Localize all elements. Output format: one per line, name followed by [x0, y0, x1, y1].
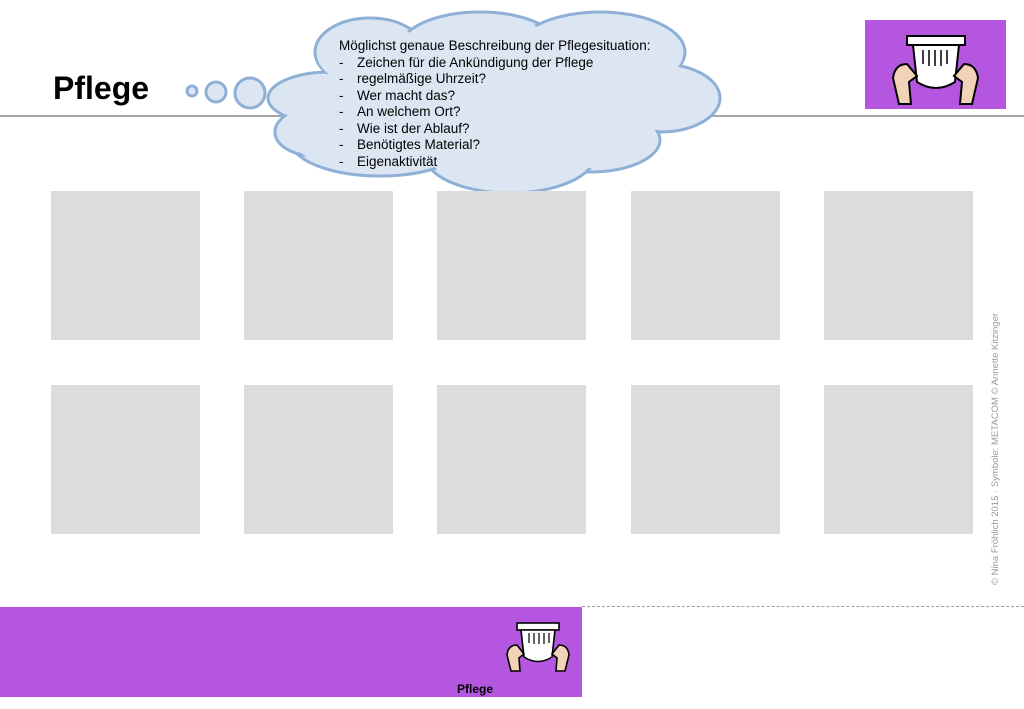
bubble-item: regelmäßige Uhrzeit? [339, 71, 650, 88]
bubble-item: Zeichen für die Ankündigung der Pflege [339, 55, 650, 72]
cut-line [582, 606, 1024, 607]
copyright-credit: © Nina Fröhlich 2015 · Symbole: METACOM … [990, 312, 1001, 585]
bubble-heading: Möglichst genaue Beschreibung der Pflege… [339, 38, 651, 53]
thought-bubble-text: Möglichst genaue Beschreibung der Pflege… [339, 38, 650, 170]
picture-slot-8[interactable] [437, 385, 586, 534]
page-title: Pflege [53, 70, 150, 106]
diaper-hands-icon [506, 622, 570, 672]
bubble-item: Eigenaktivität [339, 154, 650, 171]
bubble-item: An welchem Ort? [339, 104, 650, 121]
picture-slot-7[interactable] [244, 385, 393, 534]
picture-slot-2[interactable] [244, 191, 393, 340]
bubble-item: Wie ist der Ablauf? [339, 121, 650, 138]
bottom-symbol-strip [0, 607, 582, 697]
symbol-card [865, 20, 1006, 109]
bubble-item: Benötigtes Material? [339, 137, 650, 154]
diaper-hands-icon [891, 35, 980, 105]
picture-slot-10[interactable] [824, 385, 973, 534]
picture-slot-5[interactable] [824, 191, 973, 340]
picture-slot-4[interactable] [631, 191, 780, 340]
symbol-label: Pflege [457, 682, 494, 696]
picture-slot-6[interactable] [51, 385, 200, 534]
bubble-item: Wer macht das? [339, 88, 650, 105]
picture-slot-9[interactable] [631, 385, 780, 534]
picture-slot-3[interactable] [437, 191, 586, 340]
picture-slot-1[interactable] [51, 191, 200, 340]
